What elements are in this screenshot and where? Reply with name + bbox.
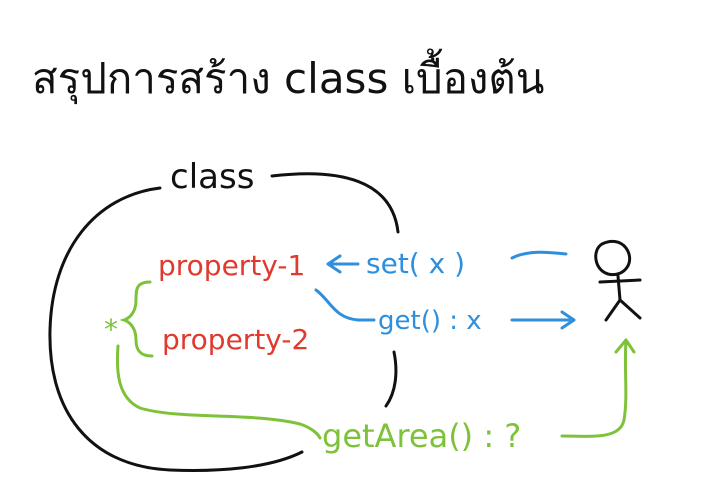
property-brace <box>119 280 154 358</box>
property-2-label: property-2 <box>162 323 310 356</box>
stick-figure-user-icon <box>594 239 642 322</box>
method-label: getArea() : ? <box>322 417 522 455</box>
method-connector-left <box>115 344 322 440</box>
setter-arrow-to-property <box>326 254 360 274</box>
method-arrow-to-user <box>560 338 636 438</box>
page-title: สรุปการสร้าง class เบื้องต้น <box>32 54 545 103</box>
class-boundary-top-right <box>270 172 400 234</box>
setter-label: set( x ) <box>366 247 466 280</box>
setter-arrow-line <box>510 250 568 260</box>
property-1-label: property-1 <box>158 249 306 282</box>
getter-arrow-to-user <box>510 310 576 330</box>
class-label: class <box>170 157 255 197</box>
getter-curve <box>314 288 376 322</box>
class-boundary-left <box>48 186 304 472</box>
asterisk-marker: * <box>104 313 118 346</box>
getter-label: get() : x <box>378 306 482 336</box>
class-boundary-right-lower <box>384 350 398 408</box>
